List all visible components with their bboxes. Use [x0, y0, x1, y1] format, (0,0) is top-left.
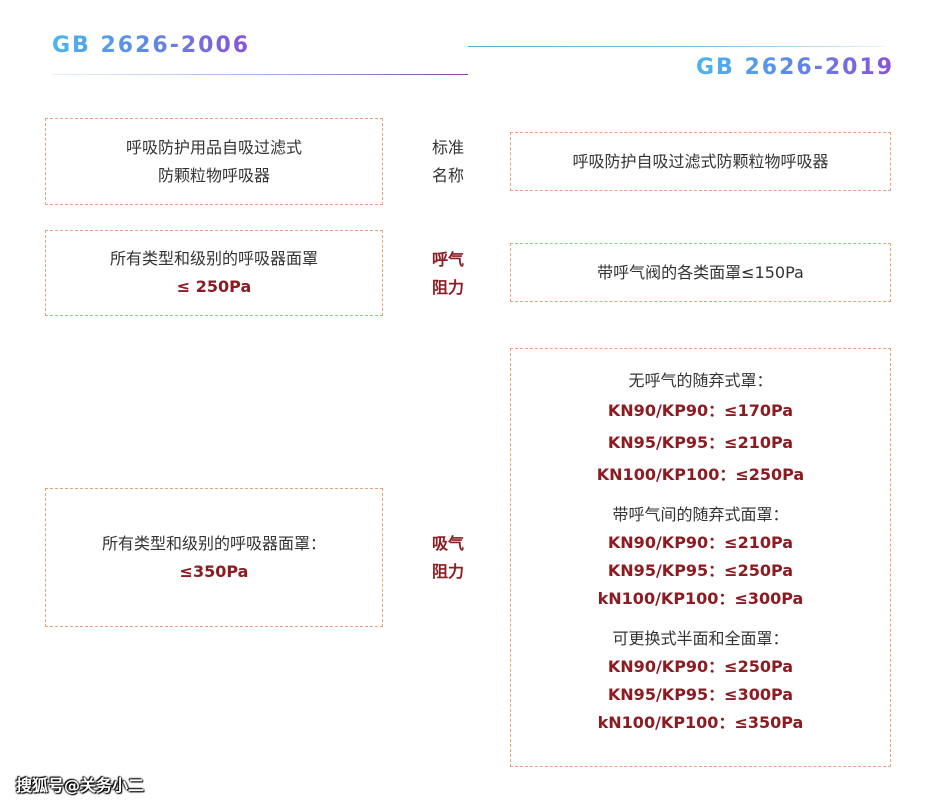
left-title-divider: [52, 74, 468, 75]
inhale-resistance-label: 吸气 阻力: [426, 530, 470, 586]
exhale-resistance-label-line1: 呼气: [431, 250, 464, 269]
standard-name-label-line1: 标准: [431, 138, 464, 157]
group-disposable-with-valve: 带呼气间的随弃式面罩： KN90/KP90：≤210Pa KN95/KP95：≤…: [598, 501, 804, 613]
standard-name-2019-text: 呼吸防护自吸过滤式防颗粒物呼吸器: [572, 151, 829, 171]
standard-name-2019-box: 呼吸防护自吸过滤式防颗粒物呼吸器: [510, 132, 891, 191]
exhale-resistance-2019-box: 带呼气阀的各类面罩≤150Pa: [510, 243, 891, 302]
exhale-resistance-2006-line1: 所有类型和级别的呼吸器面罩: [109, 249, 318, 268]
exhale-resistance-2006-value: ≤ 250Pa: [176, 277, 252, 296]
inhale-resistance-label-line2: 阻力: [431, 562, 464, 581]
standard-name-2006-box: 呼吸防护用品自吸过滤式 防颗粒物呼吸器: [45, 118, 383, 205]
inhale-resistance-2006-line1: 所有类型和级别的呼吸器面罩：: [101, 533, 326, 553]
exhale-resistance-2019-text: 带呼气阀的各类面罩≤150Pa: [597, 262, 804, 282]
group-item: kN100/KP100：≤350Pa: [597, 713, 804, 732]
group-item: KN90/KP90：≤250Pa: [607, 657, 794, 676]
exhale-resistance-label: 呼气 阻力: [426, 246, 470, 302]
group-title: 可更换式半面和全面罩：: [612, 629, 789, 648]
inhale-resistance-2006-box: 所有类型和级别的呼吸器面罩： ≤350Pa: [45, 488, 383, 627]
source-watermark: 搜狐号@关务小二: [16, 776, 145, 795]
group-title: 无呼气的随弃式罩：: [628, 371, 773, 390]
group-item: KN90/KP90：≤210Pa: [607, 533, 794, 552]
group-item: KN95/KP95：≤250Pa: [607, 561, 794, 580]
standard-name-2006-line1: 呼吸防护用品自吸过滤式: [125, 137, 302, 157]
standard-2006-title: GB 2626-2006: [52, 33, 251, 58]
group-disposable-no-valve: 无呼气的随弃式罩： KN90/KP90：≤170Pa KN95/KP95：≤21…: [597, 367, 804, 491]
inhale-resistance-2019-box: 无呼气的随弃式罩： KN90/KP90：≤170Pa KN95/KP95：≤21…: [510, 348, 891, 767]
group-replaceable-half-full: 可更换式半面和全面罩： KN90/KP90：≤250Pa KN95/KP95：≤…: [598, 625, 804, 737]
group-item: KN90/KP90：≤170Pa: [607, 401, 794, 420]
standard-name-2006-line2: 防颗粒物呼吸器: [157, 165, 270, 185]
group-item: KN95/KP95：≤300Pa: [607, 685, 794, 704]
right-title-divider: [468, 46, 884, 47]
group-title: 带呼气间的随弃式面罩：: [612, 505, 789, 524]
exhale-resistance-label-line2: 阻力: [431, 278, 464, 297]
group-item: KN95/KP95：≤210Pa: [607, 433, 794, 452]
exhale-resistance-2006-box: 所有类型和级别的呼吸器面罩 ≤ 250Pa: [45, 230, 383, 316]
standard-name-label: 标准 名称: [426, 134, 470, 190]
standard-2019-title: GB 2626-2019: [696, 55, 895, 80]
inhale-resistance-label-line1: 吸气: [431, 534, 464, 553]
group-item: kN100/KP100：≤300Pa: [597, 589, 804, 608]
group-item: KN100/KP100：≤250Pa: [596, 465, 805, 484]
standard-name-label-line2: 名称: [431, 166, 464, 185]
inhale-resistance-2006-value: ≤350Pa: [179, 561, 249, 581]
